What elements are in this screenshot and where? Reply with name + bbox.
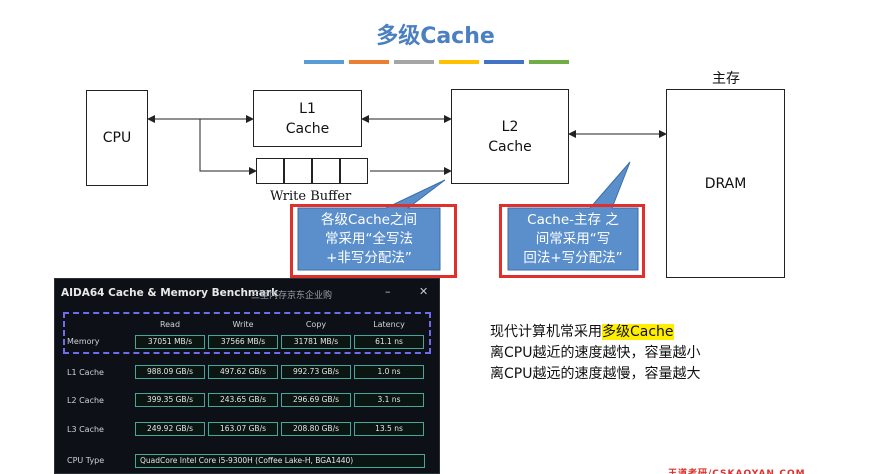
callout-right-text: Cache-主存 之 间常采用“写 回法+写分配法” <box>508 211 638 268</box>
main-memory-label: 主存 <box>712 71 740 87</box>
deco-bar <box>394 60 434 64</box>
benchmark-title: AIDA64 Cache & Memory Benchmark <box>61 287 279 299</box>
l3-read: 249.92 GB/s <box>135 422 205 436</box>
deco-bar <box>304 60 344 64</box>
page-title: 多级Cache <box>376 24 495 49</box>
write-buffer-label: Write Buffer <box>270 189 352 204</box>
l3-write: 163.07 GB/s <box>208 422 278 436</box>
write-buffer-cell <box>284 158 312 184</box>
callout-right-line: Cache-主存 之 <box>527 212 619 228</box>
deco-bar <box>349 60 389 64</box>
col-header-copy: Copy <box>305 320 327 329</box>
l1-copy: 992.73 GB/s <box>281 365 351 379</box>
write-buffer-cell <box>256 158 284 184</box>
row-label-cpu-type: CPU Type <box>67 456 105 465</box>
deco-bar <box>529 60 569 64</box>
callout-right-shape <box>507 161 639 271</box>
col-header-latency: Latency <box>373 320 405 329</box>
deco-bar <box>484 60 524 64</box>
l1-label-line2: Cache <box>285 120 330 137</box>
callout-left-line: +非写分配法” <box>326 250 412 266</box>
row-label-l1: L1 Cache <box>67 368 104 377</box>
l1-cache-box: L1 Cache <box>253 90 362 147</box>
note-line-1: 现代计算机常采用多级Cache <box>490 322 674 342</box>
l2-cache-box: L2 Cache <box>451 89 569 184</box>
minimize-button[interactable]: – <box>385 285 391 298</box>
footer-brand: 王道考研/CSKAOYAN.COM <box>668 469 806 474</box>
l2-label-line1: L2 <box>501 118 519 135</box>
note-line-1-prefix: 现代计算机常采用 <box>490 324 602 340</box>
memory-latency: 61.1 ns <box>354 335 424 349</box>
cpu-label: CPU <box>102 130 132 146</box>
l2-read: 399.35 GB/s <box>135 393 205 407</box>
l1-label-line1: L1 <box>299 100 316 117</box>
callout-left-line: 常采用“全写法 <box>325 231 413 247</box>
memory-read: 37051 MB/s <box>135 335 205 349</box>
callout-right-frame <box>499 204 645 278</box>
dram-label: DRAM <box>704 175 747 192</box>
memory-row-highlight <box>63 312 431 354</box>
col-header-read: Read <box>159 320 181 329</box>
l2-write: 243.65 GB/s <box>208 393 278 407</box>
l3-latency: 13.5 ns <box>354 422 424 436</box>
callout-right-line: 回法+写分配法” <box>523 250 623 266</box>
cpu-writebuffer-line <box>199 119 257 175</box>
callout-right-line: 间常采用“写 <box>535 231 611 247</box>
row-label-l2: L2 Cache <box>67 396 104 405</box>
dram-box: DRAM <box>666 89 785 278</box>
cpu-type-value: QuadCore Intel Core i5-9300H (Coffee Lak… <box>135 454 425 468</box>
write-buffer-cell <box>312 158 340 184</box>
note-line-3: 离CPU越远的速度越慢，容量越大 <box>490 366 701 382</box>
close-button[interactable]: ✕ <box>419 285 429 298</box>
col-header-write: Write <box>232 320 254 329</box>
l1-read: 988.09 GB/s <box>135 365 205 379</box>
note-highlight: 多级Cache <box>602 324 674 340</box>
callout-left-text: 各级Cache之间 常采用“全写法 +非写分配法” <box>298 211 440 268</box>
benchmark-subtitle: 三星内存京东企业购 <box>251 291 333 301</box>
l2-label-line2: Cache <box>488 138 532 155</box>
cpu-box: CPU <box>86 90 148 186</box>
write-buffer-cell <box>340 158 368 184</box>
deco-bar <box>439 60 479 64</box>
callout-left-frame <box>290 204 457 278</box>
l1-latency: 1.0 ns <box>354 365 424 379</box>
l2-copy: 296.69 GB/s <box>281 393 351 407</box>
benchmark-window: AIDA64 Cache & Memory Benchmark 三星内存京东企业… <box>54 278 440 474</box>
callout-left-line: 各级Cache之间 <box>321 212 417 228</box>
memory-copy: 31781 MB/s <box>281 335 351 349</box>
note-line-2: 离CPU越近的速度越快，容量越小 <box>490 345 701 361</box>
callout-left-shape <box>297 179 446 271</box>
l1-write: 497.62 GB/s <box>208 365 278 379</box>
row-label-l3: L3 Cache <box>67 425 104 434</box>
l3-copy: 208.80 GB/s <box>281 422 351 436</box>
row-label-memory: Memory <box>67 337 100 346</box>
l2-latency: 3.1 ns <box>354 393 424 407</box>
memory-write: 37566 MB/s <box>208 335 278 349</box>
